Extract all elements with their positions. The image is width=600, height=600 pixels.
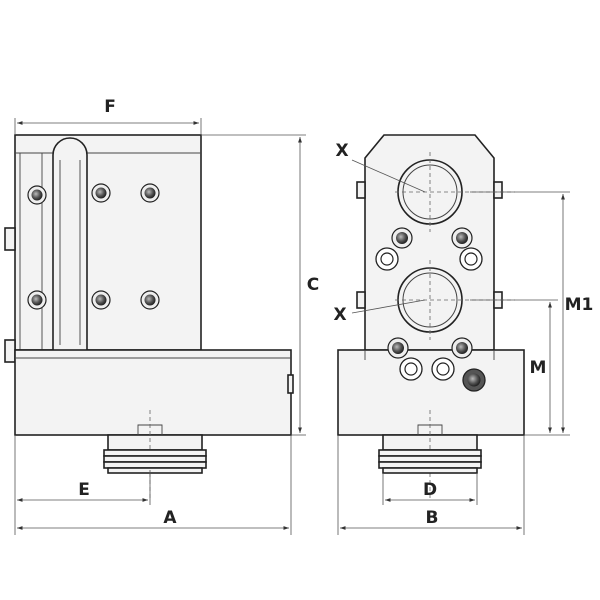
side-base bbox=[14, 349, 292, 436]
front-screws bbox=[375, 227, 486, 392]
label-d: D bbox=[423, 480, 437, 500]
label-x-bottom: X bbox=[333, 305, 346, 325]
front-base bbox=[337, 349, 525, 436]
dimension-labels: F C E A X X M1 M D B bbox=[78, 97, 593, 528]
side-fitting-bottom bbox=[4, 339, 16, 363]
side-coolant-pipe bbox=[52, 137, 88, 350]
label-f: F bbox=[104, 97, 116, 117]
label-e: E bbox=[78, 480, 90, 500]
label-b: B bbox=[426, 508, 439, 528]
label-m: M bbox=[530, 358, 547, 378]
side-shank bbox=[107, 434, 203, 451]
side-view-dimensions bbox=[14, 118, 306, 535]
front-bores bbox=[395, 152, 515, 340]
side-screws bbox=[27, 183, 160, 310]
label-c: C bbox=[307, 275, 319, 295]
label-a: A bbox=[163, 508, 177, 528]
label-m1: M1 bbox=[565, 295, 594, 315]
side-fitting-top bbox=[4, 227, 16, 251]
side-upper-block bbox=[14, 134, 202, 351]
side-view bbox=[4, 134, 294, 500]
front-view-dimensions bbox=[337, 159, 570, 535]
front-view bbox=[337, 134, 525, 500]
label-x-top: X bbox=[335, 141, 348, 161]
